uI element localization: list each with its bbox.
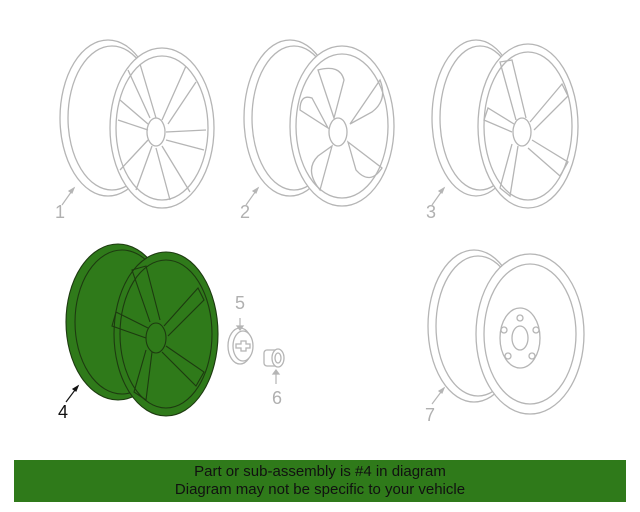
callout-1: 1	[55, 202, 66, 222]
callout-6: 6	[272, 388, 283, 408]
callout-5: 5	[235, 293, 246, 313]
lug-nut-6[interactable]	[263, 348, 285, 368]
wheel-2[interactable]	[243, 39, 395, 207]
banner-line-2: Diagram may not be specific to your vehi…	[174, 481, 466, 498]
banner-line-1: Part or sub-assembly is #4 in diagram	[194, 463, 446, 480]
wheel-4-highlighted[interactable]	[65, 243, 219, 417]
part-info-banner: Part or sub-assembly is #4 in diagram Di…	[14, 460, 626, 502]
center-cap-5[interactable]	[227, 327, 254, 365]
wheel-1[interactable]	[59, 39, 215, 209]
callout-2: 2	[240, 202, 251, 222]
callout-7: 7	[425, 405, 436, 425]
wheel-3[interactable]	[431, 39, 579, 209]
callout-3: 3	[426, 202, 437, 222]
callout-4: 4	[58, 402, 69, 422]
wheel-7[interactable]	[427, 249, 585, 415]
parts-diagram	[59, 39, 585, 417]
